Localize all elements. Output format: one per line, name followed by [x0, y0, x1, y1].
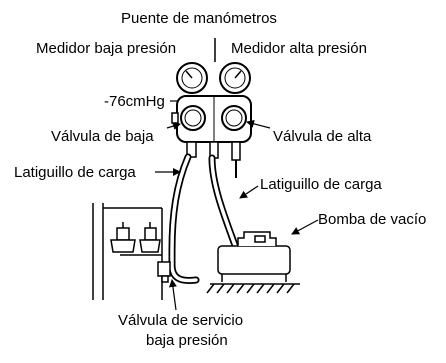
- service-valve-label-line2: baja presión: [146, 332, 228, 349]
- vacuum-reading-label: -76cmHg: [104, 93, 165, 110]
- high-hose-fitting: [231, 141, 241, 161]
- service-valve-large: [110, 222, 136, 253]
- low-gauge-label: Medidor baja presión: [36, 40, 177, 57]
- outdoor-unit-frame: [92, 203, 163, 300]
- high-valve-arrow: [246, 119, 271, 129]
- low-valve-arrow: [166, 122, 181, 130]
- low-valve-label: Válvula de baja: [51, 128, 154, 145]
- service-valve-small: [139, 222, 161, 253]
- high-pressure-gauge: [219, 62, 251, 94]
- service-valve-arrow: [168, 279, 177, 311]
- charge-hose-right-label: Latiguillo de carga: [260, 176, 382, 193]
- low-valve-knob: [180, 105, 206, 131]
- title-label: Puente de manómetros: [121, 10, 277, 27]
- service-valve-label-line1: Válvula de servicio: [118, 312, 244, 329]
- vacuum-pump-label: Bomba de vacío: [318, 211, 427, 228]
- charge-hose-left-label: Latiguillo de carga: [14, 164, 136, 181]
- high-gauge-label: Medidor alta presión: [231, 40, 367, 57]
- low-pressure-gauge: [176, 62, 208, 94]
- vacuum-pump: [217, 231, 291, 282]
- high-valve-label: Válvula de alta: [273, 128, 372, 145]
- charge-hose-right-arrow: [239, 185, 259, 199]
- charge-hose-left: [168, 153, 200, 284]
- high-valve-knob: [221, 105, 247, 131]
- service-port: [157, 261, 171, 283]
- ground: [206, 283, 300, 294]
- vacuum-pump-arrow: [291, 219, 319, 235]
